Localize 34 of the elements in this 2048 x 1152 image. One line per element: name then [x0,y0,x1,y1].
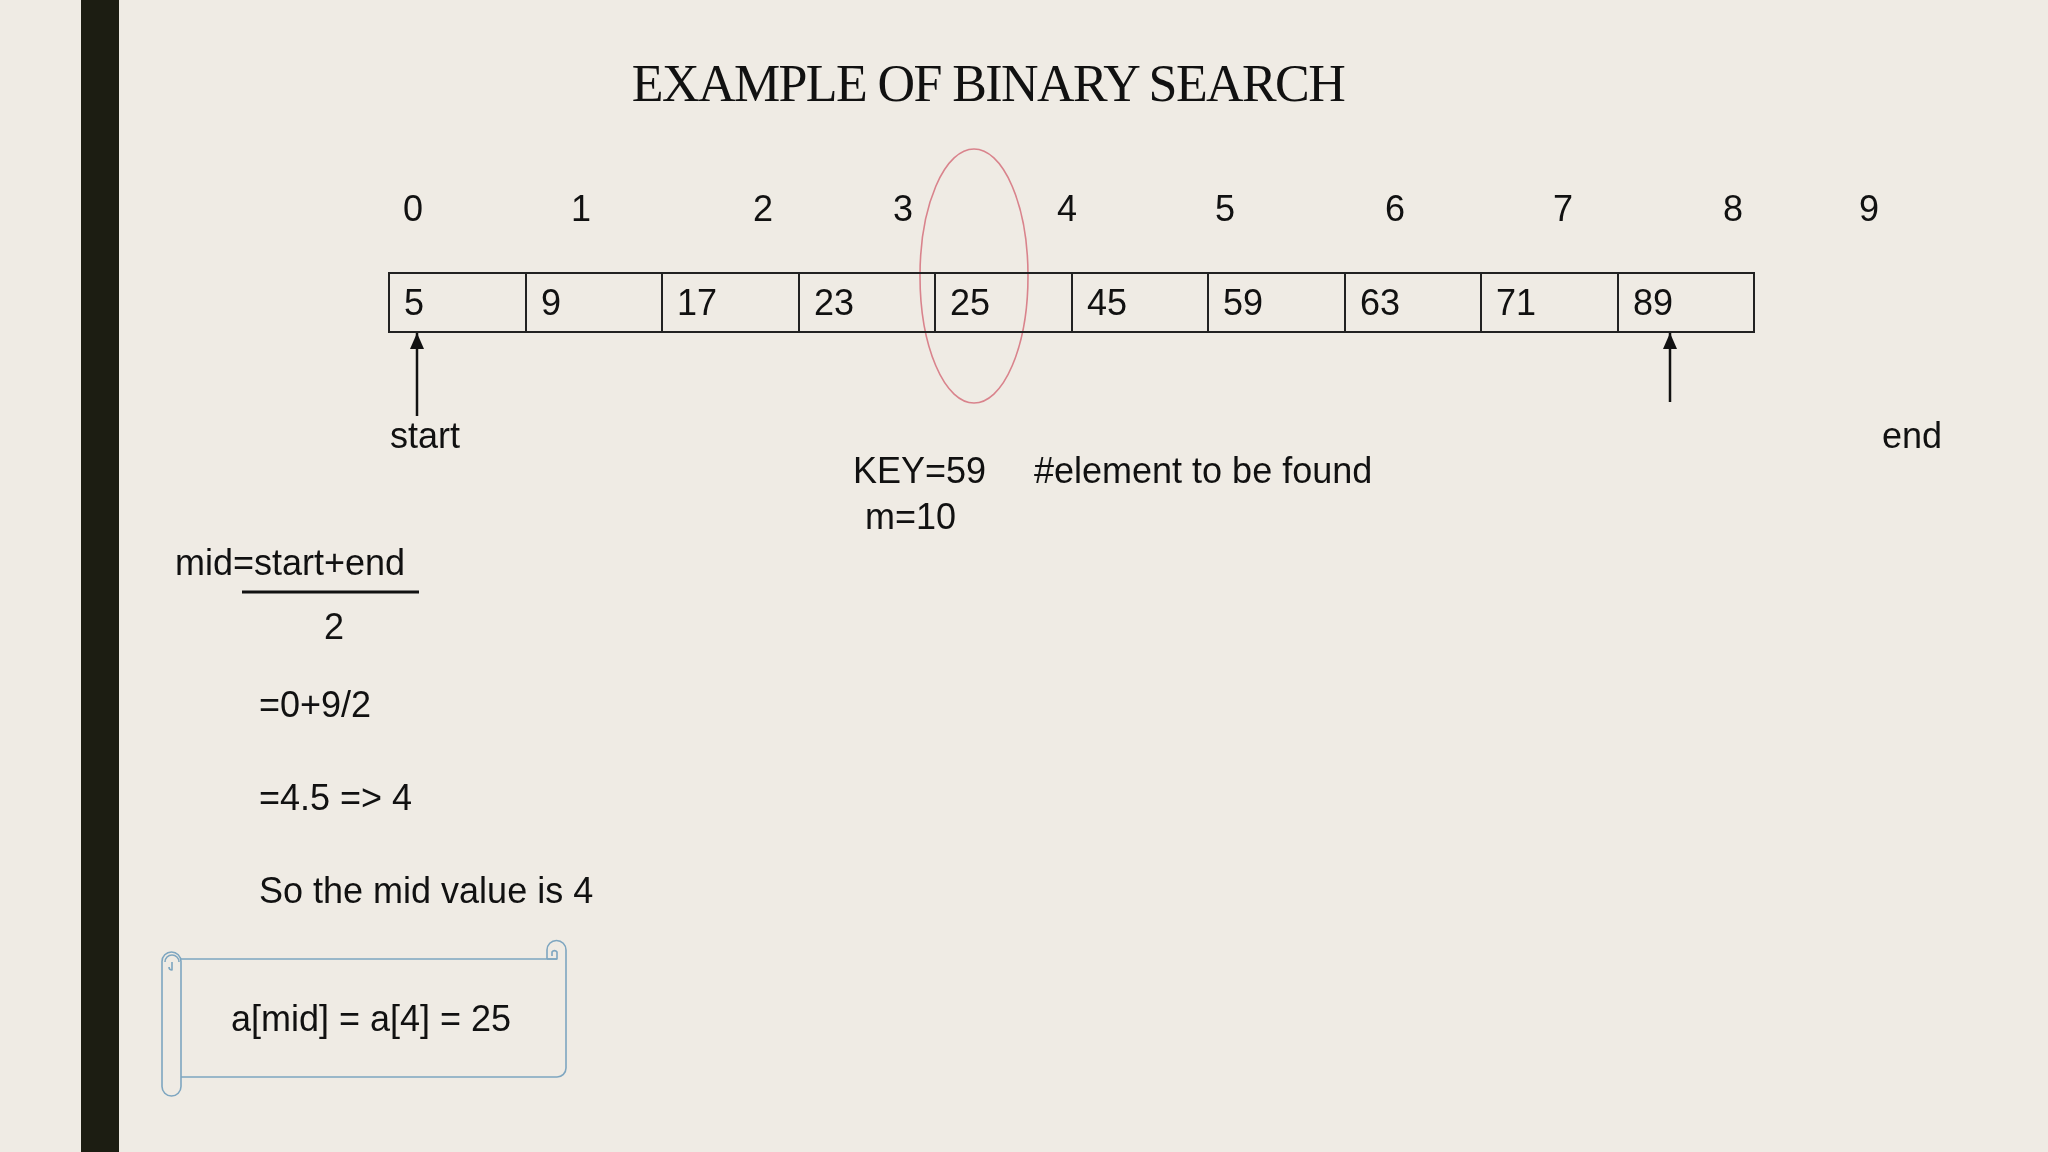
array-cell: 25 [934,272,1073,333]
array-cell: 89 [1617,272,1755,333]
index-number: 5 [1215,187,1235,231]
index-number: 6 [1385,187,1405,231]
array-cell: 23 [798,272,936,333]
pointer-arrow [410,333,424,416]
formula-text: =4.5 => 4 [259,776,413,820]
formula-text: =0+9/2 [259,683,372,727]
index-number: 7 [1553,187,1573,231]
pointer-label: end [1882,414,1943,458]
index-number: 4 [1057,187,1077,231]
scroll-banner: a[mid] = a[4] = 25 [161,940,567,1097]
comment-text: #element to be found [1034,449,1373,493]
array-cell: 59 [1207,272,1346,333]
formula-text: 2 [324,605,344,649]
index-number: 9 [1859,187,1879,231]
index-number: 2 [753,187,773,231]
index-number: 8 [1723,187,1743,231]
array-cell: 17 [661,272,800,333]
key-text: KEY=59 [853,449,987,493]
slide-title: EXAMPLE OF BINARY SEARCH [631,54,1345,114]
index-number: 0 [403,187,423,231]
index-number: 3 [893,187,913,231]
array-cell: 45 [1071,272,1209,333]
formula-text: mid=start+end [175,541,406,585]
array-cell: 5 [388,272,527,333]
array-cell: 9 [525,272,663,333]
array-cell: 71 [1480,272,1619,333]
array-cell: 63 [1344,272,1482,333]
size-text: m=10 [865,495,957,539]
conclusion-text: So the mid value is 4 [259,869,594,913]
pointer-arrow [1663,333,1677,402]
pointer-label: start [390,416,460,456]
index-number: 1 [571,187,591,231]
